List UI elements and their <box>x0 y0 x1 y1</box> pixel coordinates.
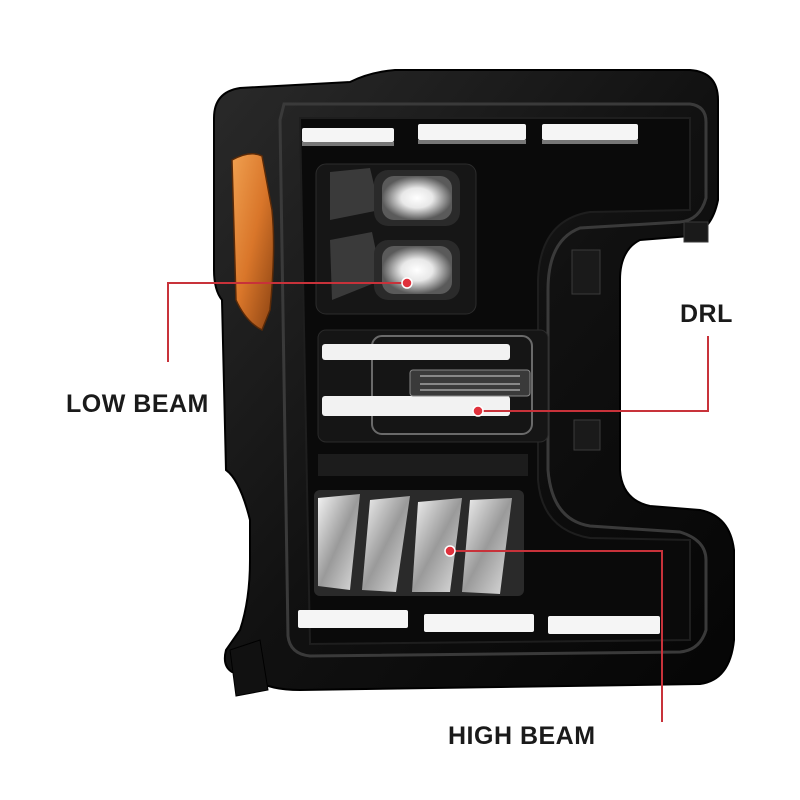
bottom-light-bars <box>298 610 660 634</box>
drl-module <box>317 329 549 443</box>
mid-strip <box>318 454 528 476</box>
high-beam-dot <box>444 545 456 557</box>
low-beam-label: LOW BEAM <box>66 390 209 418</box>
drl-dot <box>472 405 484 417</box>
top-light-bars <box>302 124 638 146</box>
low-beam-callout-line <box>167 282 407 362</box>
high-beam-label: HIGH BEAM <box>448 722 596 750</box>
callout-lines <box>167 282 709 722</box>
amber-reflector <box>231 153 275 332</box>
mounting-tab <box>229 639 269 697</box>
high-beam-reflector <box>314 490 524 596</box>
drl-label: DRL <box>680 300 733 328</box>
high-beam-callout-line <box>450 550 663 722</box>
drl-callout-line <box>478 336 709 412</box>
lens-edge <box>278 102 708 658</box>
side-brackets <box>571 221 709 451</box>
low-beam-projectors <box>315 163 477 315</box>
callout-dots <box>401 277 484 557</box>
low-beam-dot <box>401 277 413 289</box>
